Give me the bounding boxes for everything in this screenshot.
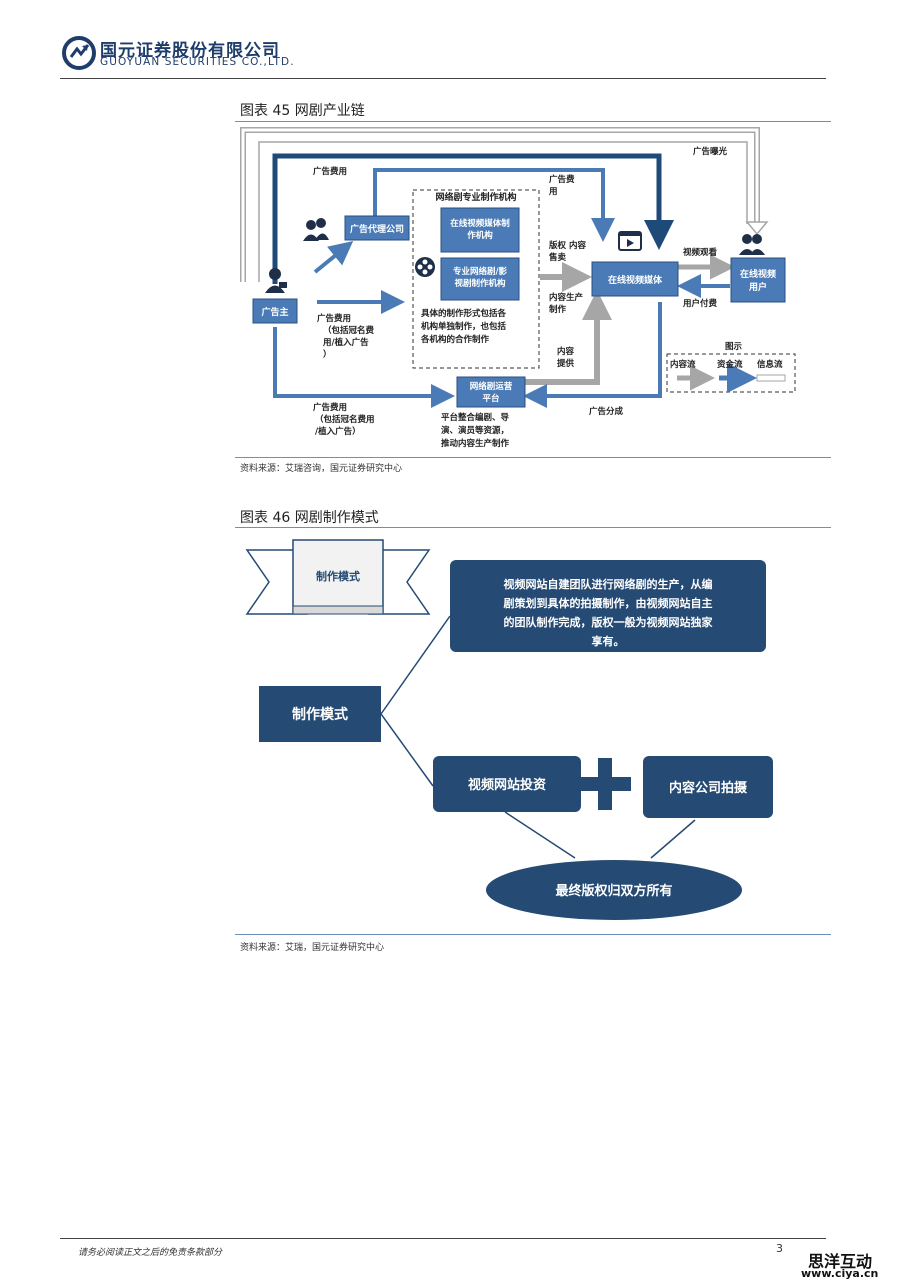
media-producer-box bbox=[440, 207, 520, 253]
legend bbox=[666, 353, 796, 393]
online-media-label: 在线视频媒体 bbox=[608, 274, 663, 286]
ad-fee-agency-flow bbox=[373, 168, 615, 242]
ad-fee-top-flow bbox=[272, 153, 674, 284]
footer-rule bbox=[60, 1238, 826, 1239]
ad-share-label: 广告分成 bbox=[589, 406, 624, 417]
page-number: 3 bbox=[776, 1242, 783, 1255]
shooting-label: 内容公司拍摄 bbox=[669, 780, 748, 796]
users-box bbox=[730, 257, 786, 303]
platform-to-media-arrow bbox=[525, 290, 612, 385]
production-mode-diagram: 制作模式 制作模式 视频网站自建团队进行网络剧的生产，从编 剧策划到具体的拍摄制… bbox=[245, 539, 773, 920]
copyright-label-1: 版权 内容 bbox=[548, 240, 586, 251]
ad-share-arrow bbox=[523, 302, 662, 408]
media-producer-label-1: 在线视频媒体制 bbox=[450, 218, 510, 229]
investment-label: 视频网站投资 bbox=[468, 777, 546, 793]
user-pay-label: 用户付费 bbox=[682, 298, 718, 309]
investment-box bbox=[433, 756, 581, 812]
producers-note-2: 机构单独制作，也包括 bbox=[421, 321, 507, 332]
platform-label-2: 平台 bbox=[482, 393, 500, 404]
footer-disclaimer: 请务必阅读正文之后的免责条款部分 bbox=[78, 1248, 223, 1258]
ad-fee-bottom-label-3: /植入广告） bbox=[315, 426, 361, 437]
film-reel-icon bbox=[415, 257, 435, 277]
shooting-box bbox=[643, 756, 773, 818]
ad-fee-bottom-label-1: 广告费用 bbox=[313, 402, 347, 413]
figure46-source: 资料来源：艾瑞，国元证券研究中心 bbox=[240, 943, 385, 953]
root-label: 制作模式 bbox=[292, 706, 348, 723]
description-line-2: 剧策划到具体的拍摄制作，由视频网站自主 bbox=[504, 596, 713, 610]
platform-note-1: 平台整合编剧、导 bbox=[441, 412, 510, 423]
watermark-cn: 思洋互动 bbox=[808, 1252, 873, 1271]
plus-icon bbox=[579, 758, 631, 810]
advertiser-person-icon bbox=[265, 268, 287, 293]
ad-fee-mid-label-2: （包括冠名费 bbox=[323, 325, 375, 336]
industry-chain-diagram: 广告主 广告代理公司 网络剧专业制作机构 在线视频媒体制 作机构 专业网络剧/影… bbox=[240, 127, 796, 449]
pro-producer-label-1: 专业网络剧/影 bbox=[453, 266, 508, 277]
figure45-title-rule bbox=[235, 121, 831, 122]
ad-fee-bottom-label-2: （包括冠名费用 bbox=[315, 414, 375, 425]
figure46-title: 图表 46 网剧制作模式 bbox=[240, 510, 379, 526]
copyright-label-2: 售卖 bbox=[548, 252, 567, 263]
description-line-3: 的团队制作完成，版权一般为视频网站独家 bbox=[504, 615, 714, 629]
advertiser-box bbox=[252, 298, 298, 324]
watermark-url: www.ciya.cn bbox=[801, 1267, 879, 1280]
ad-exposure-flow bbox=[240, 127, 769, 282]
media-producer-label-2: 作机构 bbox=[467, 230, 493, 241]
agency-box bbox=[344, 215, 410, 241]
root-box bbox=[259, 686, 381, 742]
advertiser-to-platform-arrow bbox=[273, 327, 455, 408]
users-icon bbox=[739, 234, 765, 255]
ad-exposure-label: 广告曝光 bbox=[693, 146, 728, 157]
description-box bbox=[450, 560, 766, 652]
content-supply-label-2: 提供 bbox=[557, 358, 575, 369]
platform-note-3: 推动内容生产制作 bbox=[441, 438, 510, 449]
content-prod-label-2: 制作 bbox=[549, 304, 567, 315]
content-supply-label-1: 内容 bbox=[557, 346, 575, 357]
figure46-bottom-rule bbox=[235, 934, 831, 935]
figure45-title: 图表 45 网剧产业链 bbox=[240, 103, 365, 119]
people-icon bbox=[303, 218, 329, 241]
advertiser-label: 广告主 bbox=[261, 306, 288, 318]
description-line-4: 享有。 bbox=[592, 634, 625, 648]
ownership-ellipse bbox=[486, 860, 742, 920]
company-name-en: GUOYUAN SECURITIES CO.,LTD. bbox=[100, 56, 295, 68]
legend-title: 图示 bbox=[725, 342, 743, 352]
ad-fee-mid-label-3: 用/植入广告 bbox=[322, 337, 369, 348]
producers-group-label: 网络剧专业制作机构 bbox=[435, 191, 516, 203]
description-line-1: 视频网站自建团队进行网络剧的生产，从编 bbox=[504, 577, 713, 591]
ad-fee-mid-label-1: 广告费用 bbox=[317, 313, 351, 324]
banner-ribbon bbox=[245, 539, 431, 615]
header-rule bbox=[60, 78, 826, 79]
figure45-source: 资料来源：艾瑞咨询，国元证券研究中心 bbox=[240, 464, 403, 474]
producers-group bbox=[412, 189, 540, 369]
ownership-label: 最终版权归双方所有 bbox=[555, 883, 672, 899]
producers-note-1: 具体的制作形式包括各 bbox=[420, 308, 507, 319]
users-label-1: 在线视频 bbox=[740, 268, 776, 280]
advertiser-to-agency-arrow bbox=[313, 240, 354, 274]
figure45-bottom-rule bbox=[235, 457, 831, 458]
online-media-box bbox=[591, 261, 679, 297]
legend-content-flow: 内容流 bbox=[670, 359, 696, 370]
platform-note-2: 演、演员等资源， bbox=[441, 425, 509, 436]
figure46-title-rule bbox=[235, 527, 831, 528]
legend-info-flow: 信息流 bbox=[757, 359, 783, 370]
producers-note-3: 各机构的合作制作 bbox=[420, 334, 490, 345]
pro-producer-label-2: 视剧制作机构 bbox=[454, 278, 506, 289]
ad-fee-right-label-1: 广告费 bbox=[549, 174, 575, 185]
users-label-2: 用户 bbox=[748, 281, 767, 293]
agency-label: 广告代理公司 bbox=[350, 223, 404, 235]
company-logo-icon bbox=[62, 36, 96, 70]
legend-money-flow: 资金流 bbox=[717, 359, 743, 370]
company-name-cn: 国元证券股份有限公司 bbox=[100, 41, 280, 61]
ad-fee-mid-label-4: ） bbox=[323, 349, 332, 360]
banner-label: 制作模式 bbox=[316, 569, 360, 583]
ad-fee-top-label: 广告费用 bbox=[313, 166, 347, 177]
pro-producer-box bbox=[440, 257, 520, 301]
platform-label-1: 网络剧运营 bbox=[470, 381, 513, 392]
video-player-icon bbox=[618, 231, 642, 251]
platform-box bbox=[456, 376, 526, 408]
connector-lines bbox=[380, 615, 696, 859]
content-prod-label-1: 内容生产 bbox=[549, 292, 584, 303]
video-watch-label: 视频观看 bbox=[683, 247, 718, 258]
ad-fee-right-label-2: 用 bbox=[548, 187, 558, 197]
